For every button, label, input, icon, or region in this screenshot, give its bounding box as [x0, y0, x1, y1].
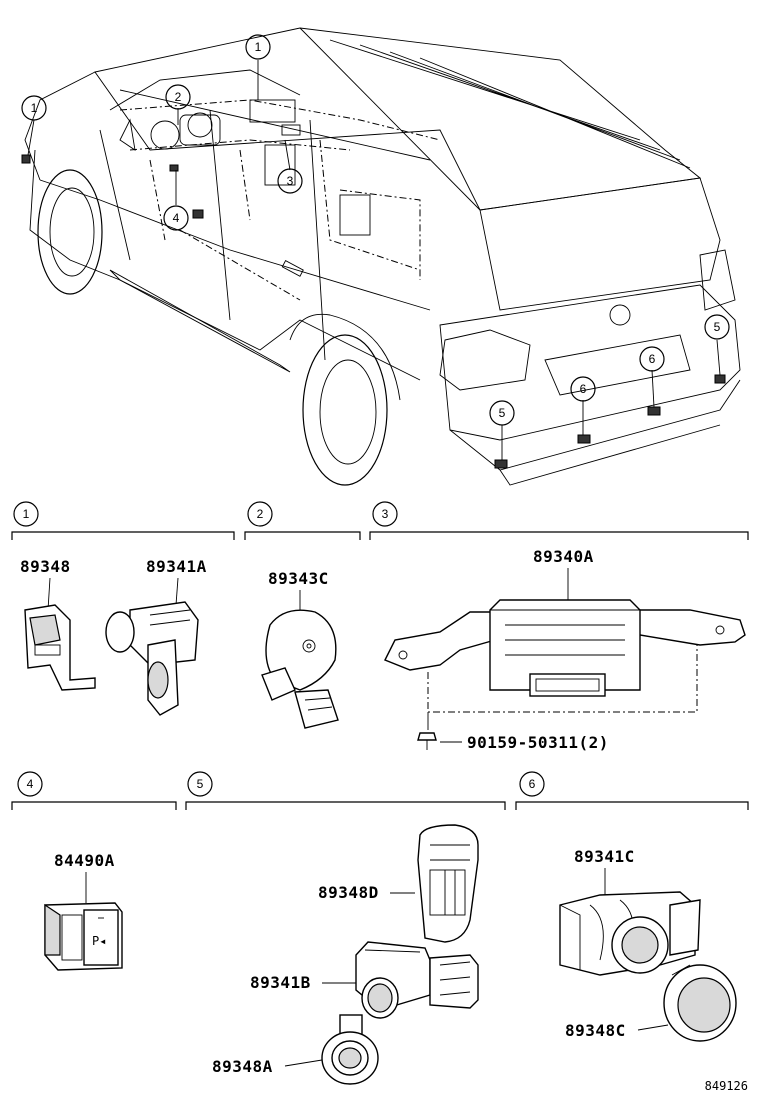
svg-text:89348D: 89348D: [318, 883, 379, 902]
part-89348D: 89348D: [318, 824, 479, 943]
part-89341A: 89341A: [105, 557, 207, 716]
part-89340A: 89340A: [384, 547, 746, 713]
svg-text:5: 5: [714, 320, 721, 334]
svg-text:6: 6: [580, 382, 587, 396]
part-89348C: 89348C: [565, 964, 737, 1042]
svg-text:3: 3: [287, 174, 294, 188]
part-89341C: 89341C: [559, 847, 701, 976]
svg-text:5: 5: [197, 777, 204, 791]
svg-text:5: 5: [499, 406, 506, 420]
callout-2: 2: [165, 84, 191, 110]
callout-6-right: 6: [639, 346, 665, 372]
part-89348A: 89348A: [212, 1014, 379, 1085]
callout-1-top: 1: [245, 34, 271, 60]
callout-5-left: 5: [489, 400, 515, 426]
svg-text:4: 4: [27, 777, 34, 791]
callout-1-left: 1: [21, 95, 47, 121]
svg-text:1: 1: [255, 40, 262, 54]
svg-text:6: 6: [649, 352, 656, 366]
svg-text:89341C: 89341C: [574, 847, 635, 866]
part-89348: 89348: [20, 557, 96, 691]
callout-4: 4: [163, 205, 189, 231]
svg-text:89340A: 89340A: [533, 547, 594, 566]
svg-text:89343C: 89343C: [268, 569, 329, 588]
svg-text:4: 4: [173, 211, 180, 225]
part-89343C: 89343C: [261, 569, 339, 729]
svg-text:3: 3: [382, 507, 389, 521]
svg-text:84490A: 84490A: [54, 851, 115, 870]
section-5-header: 5: [185, 771, 506, 810]
section-6-header: 6: [515, 771, 749, 810]
callout-6-left: 6: [570, 376, 596, 402]
svg-text:89341A: 89341A: [146, 557, 207, 576]
section-1-header: 1: [11, 501, 235, 540]
section-3-header: 3: [369, 501, 749, 540]
section-4-header: 4: [11, 771, 177, 810]
section-2-header: 2: [244, 501, 361, 540]
bolt-90159-50311: 90159-50311(2): [417, 712, 609, 752]
svg-text:89348: 89348: [20, 557, 71, 576]
diagram-id: 849126: [705, 1079, 748, 1093]
svg-text:2: 2: [175, 90, 182, 104]
part-84490A: 84490A P◂: [44, 851, 123, 971]
vehicle-illustration: [21, 27, 741, 486]
svg-text:2: 2: [257, 507, 264, 521]
callout-5-right: 5: [704, 314, 730, 340]
vehicle-callouts: 1 1 2 3 4 5 5 6 6: [21, 34, 730, 426]
switch-label: P◂: [92, 934, 106, 948]
svg-text:6: 6: [529, 777, 536, 791]
svg-text:1: 1: [23, 507, 30, 521]
callout-3: 3: [277, 168, 303, 194]
svg-text:90159-50311(2): 90159-50311(2): [467, 733, 609, 752]
svg-text:89348C: 89348C: [565, 1021, 626, 1040]
svg-text:1: 1: [31, 101, 38, 115]
vehicle-leaders: [27, 60, 721, 460]
svg-text:89341B: 89341B: [250, 973, 311, 992]
svg-text:89348A: 89348A: [212, 1057, 273, 1076]
part-89341B: 89341B: [250, 941, 479, 1019]
